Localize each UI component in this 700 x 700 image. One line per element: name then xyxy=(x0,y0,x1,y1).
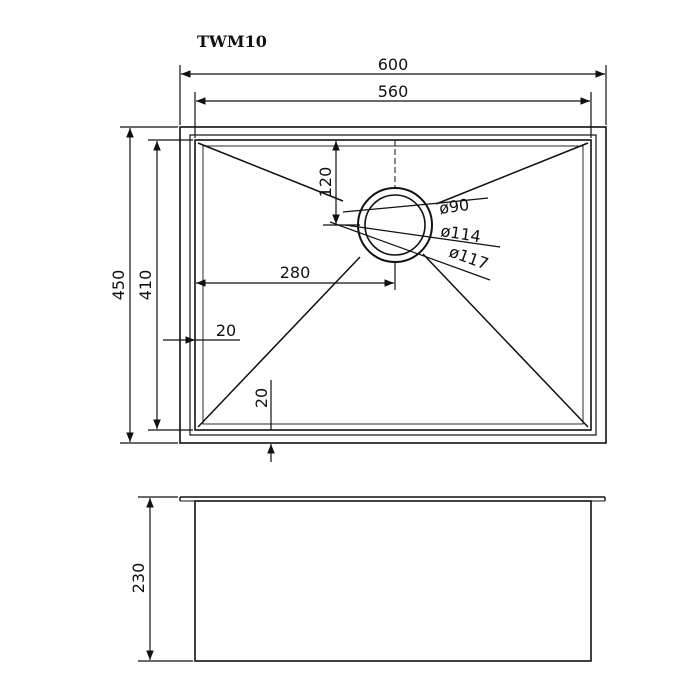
inner-rim xyxy=(189,134,597,436)
drain-diameter-leaders: ø90 ø114 ø117 xyxy=(329,195,501,281)
fold-line xyxy=(422,253,589,428)
fold-line xyxy=(197,142,344,202)
dim-inner-height: 410 xyxy=(136,270,155,301)
dim-drain-top: 120 xyxy=(316,167,335,198)
drain-inner-circle xyxy=(364,194,426,256)
outer-rim xyxy=(179,126,607,444)
drain-outer-circle xyxy=(357,187,433,263)
width-dimensions: 600 560 xyxy=(179,55,607,138)
rim-side-dimension: 20 xyxy=(163,321,240,344)
side-view: 230 xyxy=(129,496,606,662)
bowl-edge xyxy=(194,139,592,431)
dim-drain-d2: ø114 xyxy=(439,221,482,246)
dim-outer-width: 600 xyxy=(378,55,409,74)
fold-line xyxy=(435,142,589,205)
drain-left-offset: 280 xyxy=(196,262,396,290)
rim-bottom-dimension: 20 xyxy=(252,380,275,462)
dim-rim-side: 20 xyxy=(216,321,236,340)
top-view xyxy=(179,126,607,444)
dim-drain-d1: ø90 xyxy=(438,195,471,218)
dim-inner-width: 560 xyxy=(378,82,409,101)
dim-drain-left: 280 xyxy=(280,263,311,282)
model-label: TWM10 xyxy=(197,32,267,51)
dim-outer-height: 450 xyxy=(109,270,128,301)
dim-rim-bottom: 20 xyxy=(252,388,271,408)
height-dimensions: 450 410 xyxy=(109,126,193,444)
drain-top-offset: 120 xyxy=(316,141,360,226)
dim-depth: 230 xyxy=(129,563,148,594)
side-bowl xyxy=(194,500,592,662)
dim-drain-d3: ø117 xyxy=(447,242,491,274)
